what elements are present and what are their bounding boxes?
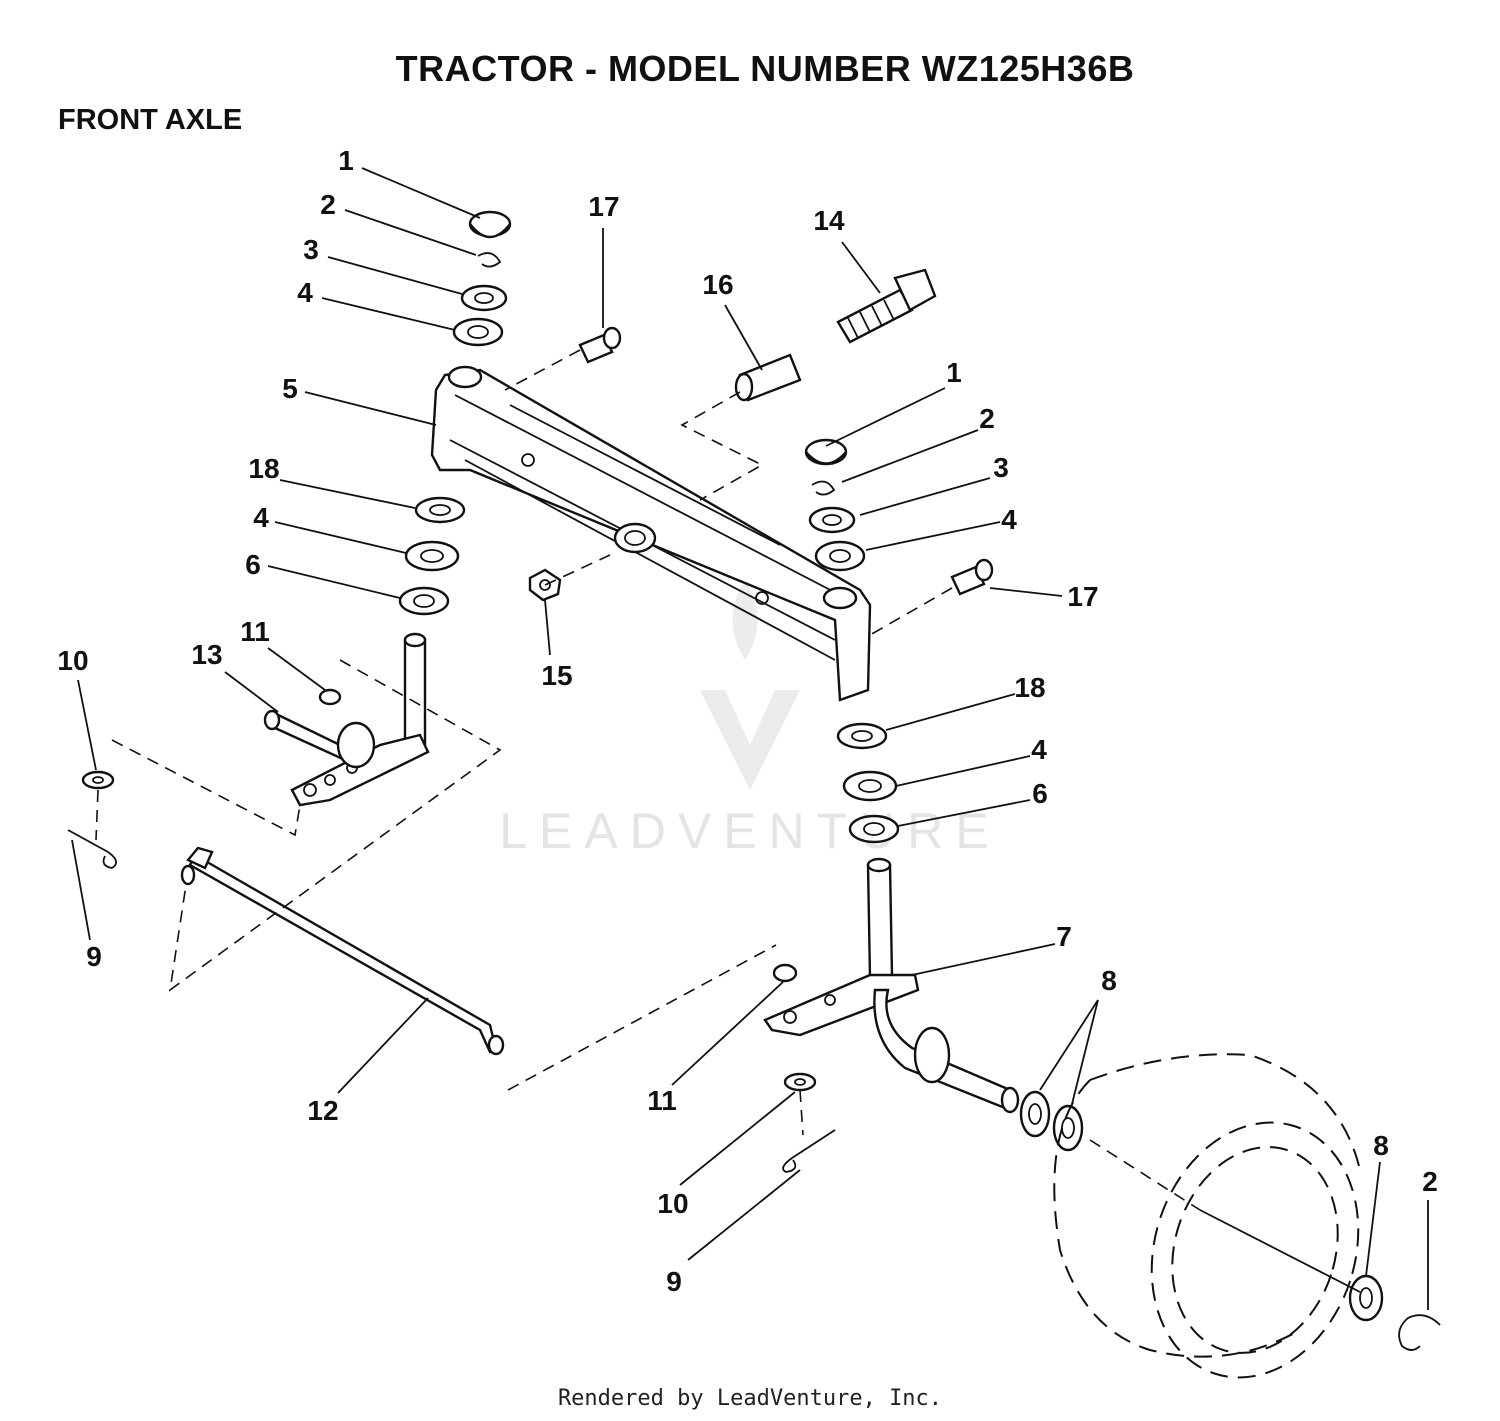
right-kingpin-stack[interactable] xyxy=(804,438,900,844)
callout: 14 xyxy=(813,205,845,236)
callout: 8 xyxy=(1101,965,1117,996)
callout: 9 xyxy=(86,941,102,972)
callout: 4 xyxy=(1031,734,1047,765)
callout: 3 xyxy=(303,234,319,265)
callout: 8 xyxy=(1373,1130,1389,1161)
callout: 13 xyxy=(191,639,222,670)
leader-lines xyxy=(71,167,1429,1310)
callout: 11 xyxy=(240,616,270,647)
callout: 7 xyxy=(1056,921,1072,952)
callout: 10 xyxy=(57,645,88,676)
callout: 17 xyxy=(588,191,619,222)
callout: 12 xyxy=(307,1095,338,1126)
small-parts[interactable] xyxy=(67,268,1441,1351)
callout: 16 xyxy=(702,269,733,300)
parts-diagram: LEADVENTURE xyxy=(57,145,1441,1380)
callout: 10 xyxy=(657,1188,688,1219)
left-kingpin-stack[interactable] xyxy=(398,210,512,616)
right-spindle[interactable] xyxy=(763,857,1084,1152)
callout: 1 xyxy=(338,145,354,176)
section-title: FRONT AXLE xyxy=(58,104,243,136)
callout: 18 xyxy=(248,453,279,484)
page-title: TRACTOR - MODEL NUMBER WZ125H36B xyxy=(395,48,1135,89)
callout-labels: 1 2 3 4 5 18 4 6 17 16 14 1 2 3 4 17 15 … xyxy=(57,145,1437,1297)
footer-credit: Rendered by LeadVenture, Inc. xyxy=(557,1386,943,1411)
watermark-text: LEADVENTURE xyxy=(499,803,1001,859)
callout: 5 xyxy=(282,373,298,404)
callout: 3 xyxy=(993,452,1009,483)
assembly-lines xyxy=(95,349,1201,1211)
callout: 2 xyxy=(320,189,336,220)
front-wheel[interactable] xyxy=(1053,1053,1390,1380)
callout: 17 xyxy=(1067,581,1098,612)
callout: 2 xyxy=(1422,1166,1438,1197)
callout: 4 xyxy=(253,502,269,533)
callout: 2 xyxy=(979,403,995,434)
watermark: LEADVENTURE xyxy=(499,580,1001,859)
callout: 4 xyxy=(1001,504,1017,535)
callout: 18 xyxy=(1014,672,1045,703)
callout: 11 xyxy=(647,1085,677,1116)
callout: 1 xyxy=(946,357,962,388)
callout: 9 xyxy=(666,1266,682,1297)
callout: 6 xyxy=(245,549,261,580)
left-spindle[interactable] xyxy=(263,632,430,807)
callout: 6 xyxy=(1032,778,1048,809)
callout: 4 xyxy=(297,277,313,308)
tie-rod[interactable] xyxy=(180,846,505,1056)
callout: 15 xyxy=(541,660,572,691)
front-axle-beam[interactable] xyxy=(430,365,872,702)
